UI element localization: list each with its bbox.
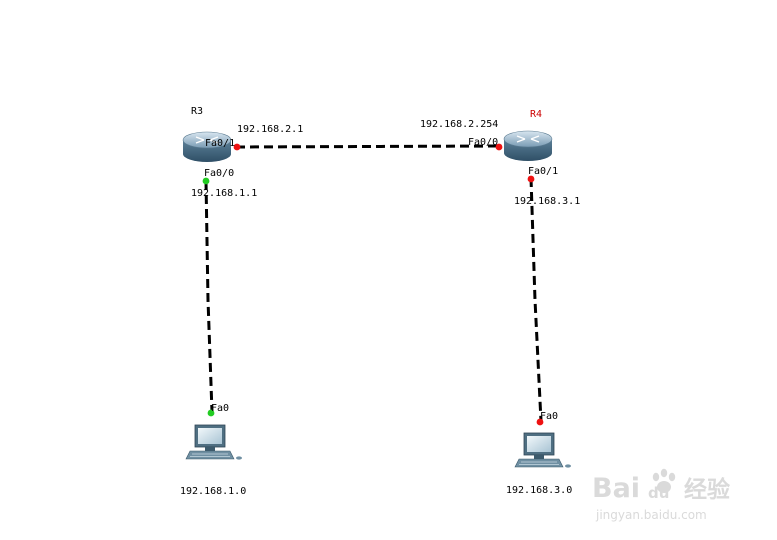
- r4-fa0-1-port-label: Fa0/1: [528, 166, 558, 177]
- r4-fa0-0-ip-label: 192.168.2.254: [420, 119, 498, 130]
- r3-fa0-1-ip-label: 192.168.2.1: [237, 124, 303, 135]
- pc1-fa0-port-label: Fa0: [211, 403, 229, 414]
- pc-2[interactable]: [514, 432, 571, 468]
- watermark-brand-tail: du: [648, 484, 669, 502]
- watermark-cn: 经验: [684, 476, 730, 503]
- router-r3[interactable]: [182, 131, 232, 162]
- watermark-brand: Bai: [592, 473, 640, 504]
- pc2-network-label: 192.168.3.0: [506, 485, 572, 496]
- r3-fa0-0-ip-label: 192.168.1.1: [191, 188, 257, 199]
- link-status-pc1-fa0: [207, 409, 215, 417]
- link-status-r3-fa0-1: [233, 143, 241, 151]
- link-status-pc2-fa0: [536, 418, 544, 426]
- router-icon: [182, 131, 232, 162]
- pc-1[interactable]: [185, 424, 242, 460]
- router-r4[interactable]: [503, 130, 553, 161]
- link-r3-r4[interactable]: [235, 144, 501, 149]
- pc2-fa0-port-label: Fa0: [540, 411, 558, 422]
- r3-fa0-0-port-label: Fa0/0: [204, 168, 234, 179]
- router-r3-label: R3: [191, 106, 203, 117]
- link-status-r3-fa0-0: [202, 177, 210, 185]
- r4-fa0-1-ip-label: 192.168.3.1: [514, 196, 580, 207]
- router-icon: [503, 130, 553, 161]
- pc-icon: [514, 432, 571, 468]
- r4-fa0-0-port-label: Fa0/0: [468, 137, 498, 148]
- link-r3-pc1[interactable]: [204, 180, 214, 413]
- router-r4-label: R4: [530, 109, 542, 120]
- r3-fa0-1-port-label: Fa0/1: [205, 138, 235, 149]
- paw-icon: [652, 468, 676, 493]
- pc1-network-label: 192.168.1.0: [180, 486, 246, 497]
- link-status-r4-fa0-1: [527, 175, 535, 183]
- baidu-jingyan-watermark: Bai du 经验 jingyan.baidu.com: [592, 468, 730, 522]
- watermark-url: jingyan.baidu.com: [595, 508, 707, 522]
- link-r4-pc2[interactable]: [529, 177, 543, 422]
- link-status-r4-fa0-0: [495, 143, 503, 151]
- pc-icon: [185, 424, 242, 460]
